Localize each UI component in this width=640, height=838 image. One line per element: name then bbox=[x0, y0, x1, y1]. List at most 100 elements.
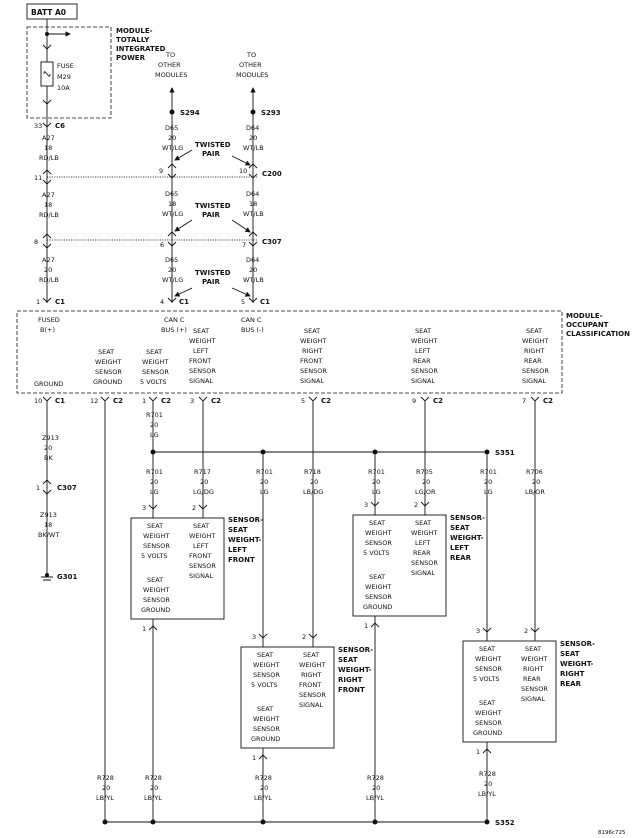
svg-text:WEIGHT: WEIGHT bbox=[189, 532, 215, 540]
svg-text:1: 1 bbox=[252, 754, 256, 762]
svg-text:REAR: REAR bbox=[413, 357, 431, 365]
twisted-pair-2: TWISTED bbox=[195, 202, 231, 210]
svg-text:SEAT: SEAT bbox=[450, 524, 470, 532]
svg-text:R701: R701 bbox=[368, 468, 385, 476]
svg-text:RIGHT: RIGHT bbox=[301, 671, 321, 679]
svg-text:3: 3 bbox=[252, 633, 256, 641]
svg-text:SENSOR-: SENSOR- bbox=[228, 516, 263, 524]
svg-text:4: 4 bbox=[160, 298, 164, 306]
svg-text:WT/LB: WT/LB bbox=[243, 210, 264, 218]
svg-text:12: 12 bbox=[90, 397, 98, 405]
svg-text:3: 3 bbox=[190, 397, 194, 405]
svg-text:R701: R701 bbox=[146, 411, 163, 419]
svg-text:SENSOR: SENSOR bbox=[521, 685, 548, 693]
svg-text:20: 20 bbox=[168, 266, 176, 274]
svg-text:10: 10 bbox=[239, 167, 247, 175]
svg-text:R701: R701 bbox=[256, 468, 273, 476]
svg-text:RIGHT: RIGHT bbox=[560, 670, 585, 678]
svg-text:R728: R728 bbox=[479, 770, 496, 778]
svg-text:SEAT: SEAT bbox=[304, 327, 320, 335]
batt-a0-box bbox=[26, 3, 78, 20]
svg-text:SEAT: SEAT bbox=[147, 576, 163, 584]
lf-sensor-signal-label: SEAT WEIGHT LEFT FRONT SENSOR SIGNAL bbox=[189, 522, 216, 580]
svg-text:SEAT: SEAT bbox=[228, 526, 248, 534]
svg-text:20: 20 bbox=[150, 478, 158, 486]
svg-text:SEAT: SEAT bbox=[303, 651, 319, 659]
svg-text:LEFT: LEFT bbox=[193, 347, 208, 355]
svg-text:LEFT: LEFT bbox=[415, 539, 430, 547]
svg-text:WEIGHT: WEIGHT bbox=[365, 583, 391, 591]
pin-label-rf-signal: SEAT WEIGHT RIGHT FRONT SENSOR SIGNAL bbox=[300, 327, 327, 385]
svg-text:20: 20 bbox=[44, 444, 52, 452]
svg-text:SENSOR: SENSOR bbox=[365, 539, 392, 547]
svg-text:SIGNAL: SIGNAL bbox=[521, 695, 545, 703]
svg-text:18: 18 bbox=[168, 200, 176, 208]
svg-text:WT/LG: WT/LG bbox=[162, 144, 183, 152]
svg-text:WEIGHT: WEIGHT bbox=[521, 655, 547, 663]
svg-text:R728: R728 bbox=[255, 774, 272, 782]
svg-text:SENSOR: SENSOR bbox=[365, 593, 392, 601]
pin-label-lr-signal: SEAT WEIGHT LEFT REAR SENSOR SIGNAL bbox=[411, 327, 438, 385]
svg-text:R728: R728 bbox=[145, 774, 162, 782]
svg-text:R701: R701 bbox=[146, 468, 163, 476]
svg-text:20: 20 bbox=[150, 421, 158, 429]
svg-text:REAR: REAR bbox=[523, 675, 541, 683]
c2-connector-lf: C2 bbox=[211, 397, 221, 405]
svg-text:R717: R717 bbox=[194, 468, 211, 476]
rr-sensor-ground-label: SEAT WEIGHT SENSOR GROUND bbox=[473, 699, 502, 737]
splice-s294: S294 bbox=[180, 109, 200, 117]
svg-text:WT/LB: WT/LB bbox=[243, 276, 264, 284]
svg-text:2: 2 bbox=[524, 627, 528, 635]
svg-text:SEAT: SEAT bbox=[257, 651, 273, 659]
svg-text:FRONT: FRONT bbox=[300, 357, 322, 365]
occupant-module-label: MODULE- OCCUPANT CLASSIFICATION bbox=[566, 312, 630, 338]
svg-text:WEIGHT: WEIGHT bbox=[95, 358, 121, 366]
svg-text:LG: LG bbox=[372, 488, 381, 496]
svg-text:SIGNAL: SIGNAL bbox=[189, 572, 213, 580]
svg-text:SEAT: SEAT bbox=[479, 699, 495, 707]
svg-text:TOTALLY: TOTALLY bbox=[116, 36, 150, 44]
to-other-modules-right: TO OTHER MODULES bbox=[236, 51, 268, 79]
svg-text:20: 20 bbox=[150, 784, 158, 792]
svg-text:18: 18 bbox=[249, 200, 257, 208]
svg-text:CLASSIFICATION: CLASSIFICATION bbox=[566, 330, 630, 338]
svg-text:R705: R705 bbox=[416, 468, 433, 476]
svg-text:WEIGHT: WEIGHT bbox=[189, 337, 215, 345]
svg-text:SENSOR: SENSOR bbox=[299, 691, 326, 699]
svg-text:SENSOR: SENSOR bbox=[95, 368, 122, 376]
svg-text:D64: D64 bbox=[246, 124, 259, 132]
svg-text:LB/YL: LB/YL bbox=[254, 794, 272, 802]
svg-text:POWER: POWER bbox=[116, 54, 146, 62]
twisted-pair-1: TWISTED bbox=[195, 141, 231, 149]
svg-text:Z913: Z913 bbox=[40, 511, 57, 519]
svg-text:SIGNAL: SIGNAL bbox=[411, 377, 435, 385]
svg-text:9: 9 bbox=[412, 397, 416, 405]
svg-text:BK: BK bbox=[44, 454, 53, 462]
svg-text:1: 1 bbox=[364, 622, 368, 630]
svg-text:BUS (+): BUS (+) bbox=[161, 326, 187, 334]
svg-text:SENSOR: SENSOR bbox=[189, 562, 216, 570]
svg-text:SENSOR: SENSOR bbox=[189, 367, 216, 375]
svg-text:33: 33 bbox=[34, 122, 42, 130]
svg-text:PAIR: PAIR bbox=[202, 150, 221, 158]
svg-text:1: 1 bbox=[36, 298, 40, 306]
svg-text:2: 2 bbox=[192, 504, 196, 512]
svg-text:SEAT: SEAT bbox=[193, 522, 209, 530]
pin-label-can-c-neg: CAN C bbox=[241, 316, 262, 324]
lr-sensor-5v-label: SEAT WEIGHT SENSOR 5 VOLTS bbox=[363, 519, 392, 557]
sensor-box-left-rear bbox=[352, 514, 447, 617]
svg-text:LG: LG bbox=[484, 488, 493, 496]
svg-text:LEFT: LEFT bbox=[228, 546, 247, 554]
sensor-label-left-rear: SENSOR- SEAT WEIGHT- LEFT REAR bbox=[450, 514, 485, 562]
svg-text:20: 20 bbox=[44, 266, 52, 274]
svg-text:LB/OR: LB/OR bbox=[525, 488, 545, 496]
rr-sensor-signal-label: SEAT WEIGHT RIGHT REAR SENSOR SIGNAL bbox=[521, 645, 548, 703]
c200-connector: C200 bbox=[262, 170, 282, 178]
svg-text:WEIGHT: WEIGHT bbox=[143, 532, 169, 540]
svg-text:SENSOR-: SENSOR- bbox=[560, 640, 595, 648]
svg-text:OTHER: OTHER bbox=[158, 61, 181, 69]
occupant-classification-module-box bbox=[16, 310, 563, 394]
svg-text:R706: R706 bbox=[526, 468, 543, 476]
sensor-box-right-rear bbox=[462, 640, 557, 743]
svg-text:D64: D64 bbox=[246, 190, 259, 198]
